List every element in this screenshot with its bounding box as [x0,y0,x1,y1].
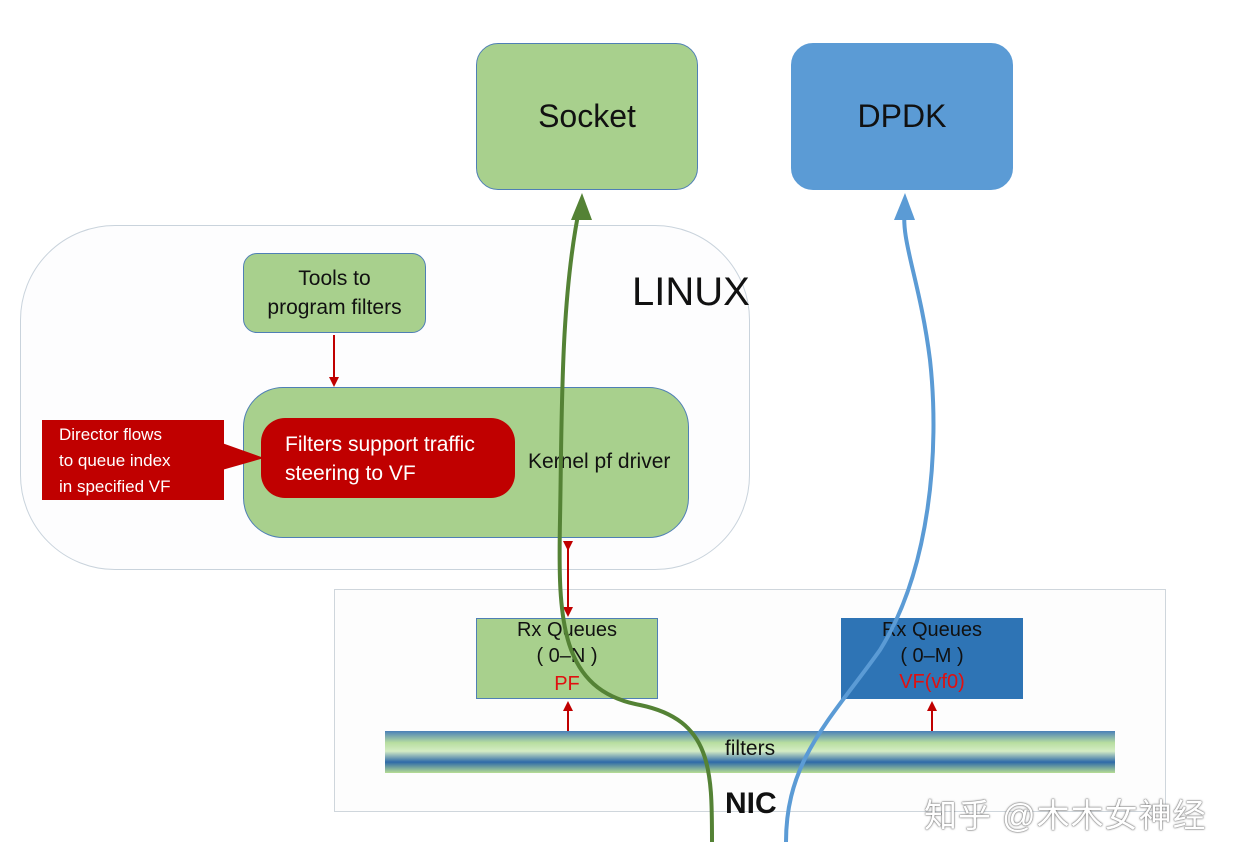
linux-label: LINUX [632,270,750,314]
rx-queues-vf-box: Rx Queues ( 0–M ) VF(vf0) [841,618,1023,699]
pf-traffic-arrowhead [571,193,592,220]
nic-label: NIC [725,787,777,820]
vf-traffic-path [784,207,936,843]
filters-bar: filters [385,731,1115,773]
filters-support-text: Filters support traffic steering to VF [285,430,535,488]
director-line-2: to queue index [59,451,171,470]
tools-line-2: program filters [267,296,402,319]
filters-bar-label: filters [724,737,776,760]
watermark: 知乎 @木木女神经 [924,797,1207,834]
socket-box: Socket [476,43,698,190]
dpdk-label: DPDK [857,98,947,134]
callout-pointer [222,443,264,470]
filters-support-line-1: Filters support traffic [285,433,475,456]
filters-support-line-2: steering to VF [285,462,416,485]
rx-queues-pf-range: ( 0–N ) [536,645,598,667]
rx-queues-vf-title: Rx Queues [881,619,983,641]
tools-line-1: Tools to [298,267,371,290]
socket-label: Socket [538,98,636,134]
director-callout: Director flows to queue index in specifi… [42,420,224,500]
kernel-pf-driver-label: Kernel pf driver [528,450,671,473]
filters-support-box [261,418,515,498]
nic-region [334,589,1166,812]
rx-queues-pf-tag: PF [554,673,580,695]
dpdk-box: DPDK [791,43,1013,190]
director-line-3: in specified VF [59,477,171,496]
pf-traffic-path [557,204,714,843]
vf-traffic-arrowhead [894,193,915,220]
tools-box: Tools to program filters [243,253,426,333]
rx-queues-vf-range: ( 0–M ) [900,645,964,667]
rx-queues-vf-tag: VF(vf0) [899,671,965,693]
director-line-1: Director flows [59,425,162,444]
